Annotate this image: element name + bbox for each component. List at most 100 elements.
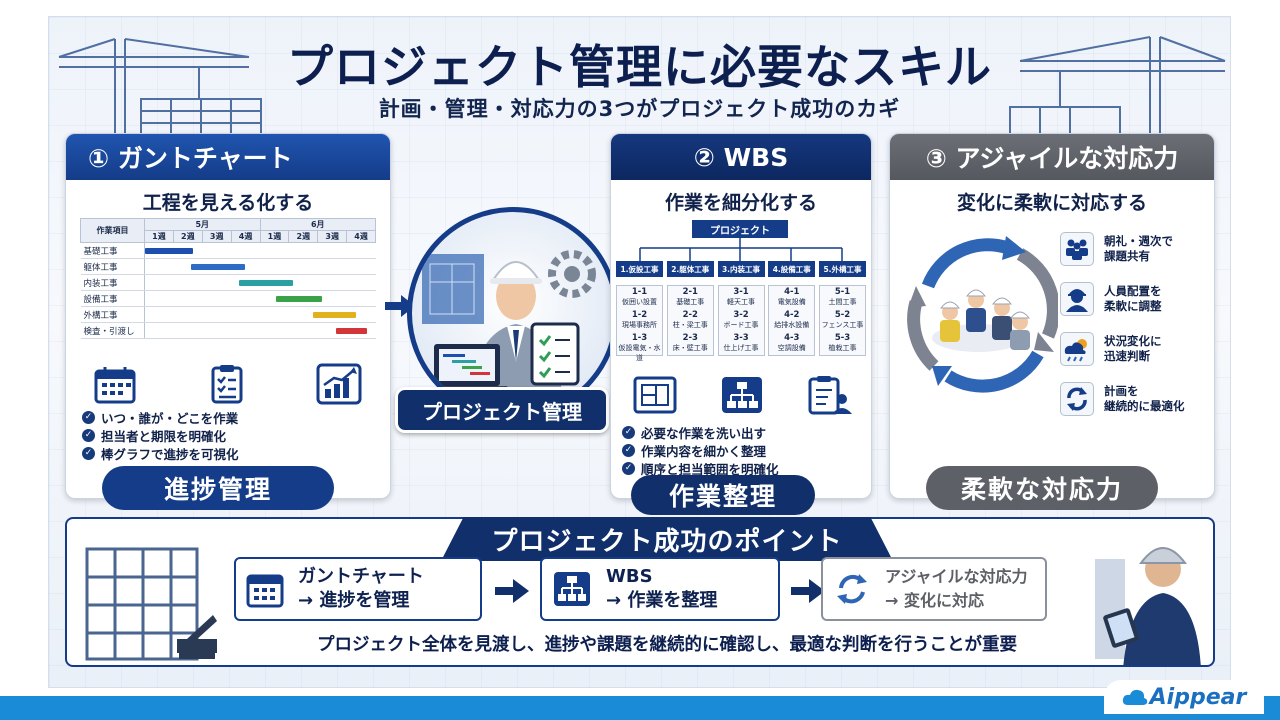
bar-chart-icon (316, 362, 362, 406)
check-icon: ✓ (622, 443, 635, 457)
agile-panel: ③ アジャイルな対応力 変化に柔軟に対応する (889, 133, 1215, 510)
wbs-category-node: 4.設備工事 (768, 261, 816, 277)
arrow-right-icon (791, 579, 825, 603)
flexible-response-pill: 柔軟な対応力 (926, 466, 1158, 510)
wbs-category-node: 2.躯体工事 (666, 261, 714, 277)
hierarchy-icon (719, 373, 765, 417)
gantt-week: 2週 (288, 230, 319, 243)
point-card-agile: アジャイルな対応力 → 変化に対応 (821, 557, 1047, 621)
building-construction-illustration (85, 547, 217, 661)
gantt-bar (190, 264, 245, 270)
engineer-illustration (422, 250, 596, 414)
weather-icon (1060, 332, 1094, 366)
agile-item-line: 朝礼・週次で (1104, 234, 1173, 248)
list-item: 人員配置を柔軟に調整 (1060, 274, 1185, 324)
gantt-icon-row (92, 362, 362, 406)
agile-item-line: 人員配置を (1104, 284, 1162, 298)
gantt-panel-subtitle: 工程を見える化する (142, 192, 314, 214)
table-row: 内装工事 (80, 274, 376, 291)
list-item: ✓作業内容を細かく整理 (622, 441, 779, 459)
agile-item-line: 課題共有 (1104, 249, 1150, 263)
point-card-gantt: ガントチャート→ 進捗を管理 (234, 557, 482, 621)
gantt-week: 4週 (230, 230, 261, 243)
table-row: 躯体工事 (80, 258, 376, 275)
wbs-root-node: プロジェクト (692, 220, 788, 238)
agile-item-line: 計画を (1104, 384, 1139, 398)
point-card-detail: → 作業を整理 (606, 590, 718, 611)
gantt-month-1: 5月 (144, 218, 261, 231)
success-points-title: プロジェクト成功のポイント (441, 517, 893, 561)
gantt-panel: ① ガントチャート 工程を見える化する 作業項目 5月 6月 1週 2週 3週 … (65, 133, 391, 510)
gantt-panel-header: ① ガントチャート (66, 134, 390, 180)
checklist-icon (204, 362, 250, 406)
point-card-wbs: WBS → 作業を整理 (540, 557, 780, 621)
gantt-week: 4週 (346, 230, 376, 243)
wbs-category-node: 3.内装工事 (717, 261, 765, 277)
project-manager-illustration (407, 207, 619, 419)
infographic: プロジェクト管理に必要なスキル 計画・管理・対応力の3つがプロジェクト成功のカギ… (48, 16, 1231, 688)
wbs-category-node: 5.外構工事 (819, 261, 866, 277)
gantt-task-label: 躯体工事 (80, 258, 145, 275)
gantt-week: 2週 (172, 230, 203, 243)
gantt-bar (335, 328, 368, 334)
check-icon: ✓ (82, 428, 95, 442)
page-title: プロジェクト管理に必要なスキル (287, 40, 992, 94)
wbs-connectors (639, 238, 843, 261)
agile-cycle-illustration (907, 236, 1058, 393)
success-message: プロジェクト全体を見渡し、進捗や課題を継続的に確認し、最適な判断を行うことが重要 (317, 635, 1017, 655)
gantt-week: 1週 (144, 230, 174, 243)
gantt-bar (145, 248, 194, 254)
point-card-title: ガントチャート (298, 566, 424, 587)
gantt-task-label: 内装工事 (80, 274, 145, 291)
list-item: ✓いつ・誰が・どこを作業 (82, 408, 239, 426)
check-icon: ✓ (622, 461, 635, 475)
team-meeting-icon (1060, 232, 1094, 266)
agile-item-line: 柔軟に調整 (1104, 299, 1162, 313)
gantt-bar (239, 280, 294, 286)
page-subtitle: 計画・管理・対応力の3つがプロジェクト成功のカギ (378, 97, 901, 121)
list-item: ✓担当者と期限を明確化 (82, 426, 239, 444)
list-item: 計画を継続的に最適化 (1060, 374, 1185, 424)
gantt-week: 3週 (317, 230, 348, 243)
gantt-month-2: 6月 (259, 218, 376, 231)
wbs-panel-header: ② WBS (611, 134, 871, 180)
gantt-bar (313, 312, 356, 318)
table-row: 外構工事 (80, 306, 376, 323)
gantt-task-label: 基礎工事 (80, 242, 145, 259)
gantt-task-label: 検査・引渡し (80, 322, 145, 339)
point-card-title: アジャイルな対応力 (885, 567, 1028, 586)
agile-panel-subtitle: 変化に柔軟に対応する (956, 192, 1147, 214)
gantt-week: 3週 (201, 230, 232, 243)
arrow-right-icon (495, 579, 529, 603)
point-card-detail: → 変化に対応 (885, 591, 984, 610)
gantt-col-task: 作業項目 (80, 218, 145, 243)
agile-item-line: 継続的に最適化 (1104, 399, 1185, 413)
calendar-icon (92, 362, 138, 406)
wbs-category-node: 1.仮設工事 (616, 261, 663, 277)
wbs-panel-subtitle: 作業を細分化する (664, 192, 817, 214)
wbs-checklist: ✓必要な作業を洗い出す ✓作業内容を細かく整理 ✓順序と担当範囲を明確化 (622, 423, 779, 477)
table-row: 設備工事 (80, 290, 376, 307)
agile-item-line: 状況変化に (1104, 334, 1162, 348)
gantt-week: 1週 (259, 230, 290, 243)
aippear-logo: Aippear (1104, 680, 1264, 714)
check-icon: ✓ (82, 446, 95, 460)
point-card-title: WBS (606, 566, 653, 587)
